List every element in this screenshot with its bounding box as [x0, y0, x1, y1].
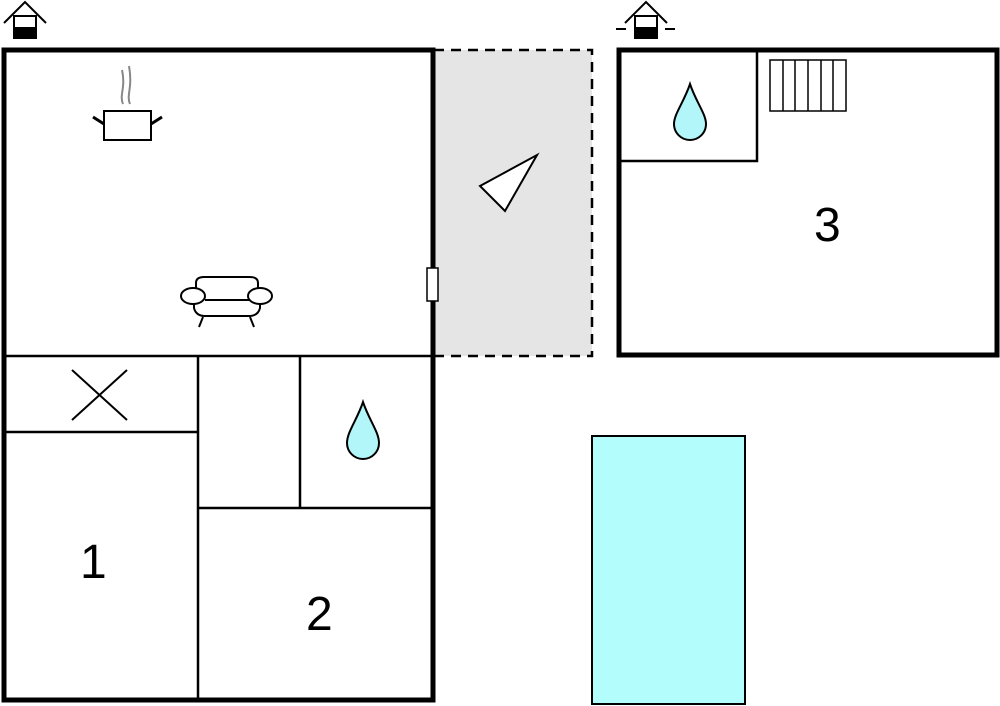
interior-walls [4, 354, 433, 700]
cross-icon [71, 369, 128, 421]
terrace [434, 50, 592, 356]
entrance-icon [3, 0, 47, 39]
annex-bathroom-wall [619, 50, 759, 163]
compass-icon [478, 152, 540, 213]
cooking-pot-icon [92, 65, 163, 141]
staircase-icon [769, 59, 847, 112]
room-3-label: 3 [814, 199, 841, 252]
door-icon [426, 267, 439, 302]
entrance-icon [616, 0, 675, 39]
swimming-pool [591, 435, 746, 705]
room-1-label: 1 [80, 536, 107, 589]
room-2-label: 2 [306, 588, 333, 641]
terrace-outline [434, 48, 594, 358]
main-house-outline [1, 47, 436, 703]
bathroom-drop-icon [672, 80, 708, 141]
annex-outline [616, 47, 1000, 358]
bathroom-drop-icon [345, 398, 381, 460]
sofa-icon [180, 276, 273, 328]
